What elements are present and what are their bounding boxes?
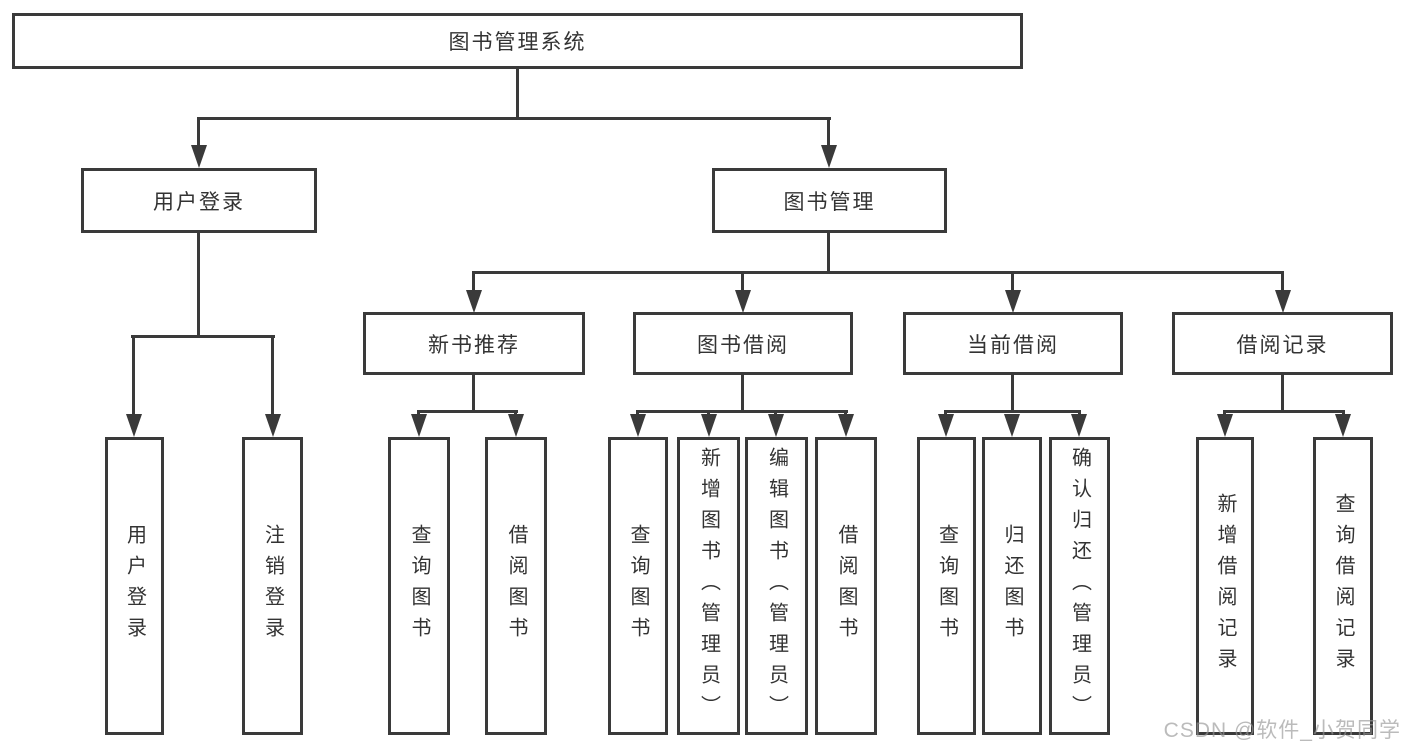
arrow-down-icon bbox=[1335, 414, 1351, 437]
leaf-add-borrow-record-label: 新增借阅记录 bbox=[1214, 493, 1236, 679]
leaf-return-books: 归还图书 bbox=[982, 437, 1042, 735]
node-borrow-records: 借阅记录 bbox=[1172, 312, 1393, 375]
arrow-down-icon bbox=[735, 290, 751, 313]
leaf-borrow-books: 借阅图书 bbox=[815, 437, 877, 735]
arrow-down-icon bbox=[191, 145, 207, 168]
node-root-label: 图书管理系统 bbox=[448, 31, 587, 54]
arrow-down-icon bbox=[411, 414, 427, 437]
connector-line bbox=[741, 271, 744, 294]
leaf-user-login: 用户登录 bbox=[105, 437, 164, 735]
leaf-query-borrow-record-label: 查询借阅记录 bbox=[1332, 493, 1354, 679]
leaf-borrow-books-recommend-label: 借阅图书 bbox=[505, 524, 527, 648]
leaf-query-books-recommend: 查询图书 bbox=[388, 437, 450, 735]
connector-line bbox=[827, 233, 830, 274]
node-borrow-records-label: 借阅记录 bbox=[1236, 333, 1329, 357]
leaf-logout-label: 注销登录 bbox=[261, 524, 284, 648]
connector-line bbox=[417, 410, 518, 413]
watermark: CSDN @软件_小贺同学 bbox=[1163, 719, 1401, 742]
connector-line bbox=[472, 271, 1284, 274]
node-book-borrow-label: 图书借阅 bbox=[697, 333, 789, 357]
leaf-query-books-current-label: 查询图书 bbox=[935, 524, 958, 648]
arrow-down-icon bbox=[466, 290, 482, 313]
leaf-borrow-books-recommend: 借阅图书 bbox=[485, 437, 547, 735]
arrow-down-icon bbox=[838, 414, 854, 437]
node-user-login-label: 用户登录 bbox=[153, 190, 245, 214]
leaf-return-books-label: 归还图书 bbox=[1001, 524, 1023, 648]
leaf-confirm-return-admin-label: 确认归还（管理员） bbox=[1068, 446, 1091, 726]
leaf-query-books-borrow-label: 查询图书 bbox=[627, 524, 649, 648]
connector-line bbox=[472, 271, 475, 294]
arrow-down-icon bbox=[821, 145, 837, 168]
connector-line bbox=[636, 410, 848, 413]
leaf-edit-book-admin-label: 编辑图书（管理员） bbox=[765, 446, 788, 726]
arrow-down-icon bbox=[265, 414, 281, 437]
node-current-borrow-label: 当前借阅 bbox=[967, 333, 1059, 357]
arrow-down-icon bbox=[1071, 414, 1087, 437]
connector-line bbox=[1223, 410, 1345, 413]
node-current-borrow: 当前借阅 bbox=[903, 312, 1123, 375]
node-new-book-recommend-label: 新书推荐 bbox=[428, 333, 520, 357]
node-root: 图书管理系统 bbox=[12, 13, 1023, 69]
arrow-down-icon bbox=[701, 414, 717, 437]
arrow-down-icon bbox=[938, 414, 954, 437]
leaf-add-book-admin: 新增图书（管理员） bbox=[677, 437, 740, 735]
connector-line bbox=[472, 375, 475, 413]
arrow-down-icon bbox=[630, 414, 646, 437]
connector-line bbox=[741, 375, 744, 413]
leaf-edit-book-admin: 编辑图书（管理员） bbox=[745, 437, 808, 735]
node-book-borrow: 图书借阅 bbox=[633, 312, 853, 375]
connector-line bbox=[1011, 375, 1014, 413]
connector-line bbox=[271, 335, 274, 418]
connector-line bbox=[1281, 271, 1284, 294]
connector-line bbox=[197, 117, 831, 120]
node-book-management: 图书管理 bbox=[712, 168, 947, 233]
node-user-login: 用户登录 bbox=[81, 168, 317, 233]
arrow-down-icon bbox=[508, 414, 524, 437]
leaf-logout: 注销登录 bbox=[242, 437, 303, 735]
node-new-book-recommend: 新书推荐 bbox=[363, 312, 585, 375]
connector-line bbox=[1011, 271, 1014, 294]
leaf-query-books-borrow: 查询图书 bbox=[608, 437, 668, 735]
connector-line bbox=[131, 335, 275, 338]
arrow-down-icon bbox=[1217, 414, 1233, 437]
connector-line bbox=[944, 410, 1081, 413]
leaf-user-login-label: 用户登录 bbox=[123, 524, 146, 648]
leaf-add-book-admin-label: 新增图书（管理员） bbox=[697, 446, 720, 726]
arrow-down-icon bbox=[1005, 290, 1021, 313]
connector-line bbox=[197, 117, 200, 150]
arrow-down-icon bbox=[1275, 290, 1291, 313]
arrow-down-icon bbox=[126, 414, 142, 437]
leaf-confirm-return-admin: 确认归还（管理员） bbox=[1049, 437, 1110, 735]
leaf-query-books-recommend-label: 查询图书 bbox=[408, 524, 430, 648]
arrow-down-icon bbox=[768, 414, 784, 437]
leaf-query-books-current: 查询图书 bbox=[917, 437, 976, 735]
connector-line bbox=[1281, 375, 1284, 413]
node-book-management-label: 图书管理 bbox=[783, 190, 876, 214]
connector-line bbox=[197, 233, 200, 338]
connector-line bbox=[516, 69, 519, 120]
leaf-borrow-books-label: 借阅图书 bbox=[835, 524, 857, 648]
connector-line bbox=[132, 335, 135, 418]
arrow-down-icon bbox=[1004, 414, 1020, 437]
leaf-add-borrow-record: 新增借阅记录 bbox=[1196, 437, 1254, 735]
leaf-query-borrow-record: 查询借阅记录 bbox=[1313, 437, 1373, 735]
connector-line bbox=[827, 117, 830, 150]
